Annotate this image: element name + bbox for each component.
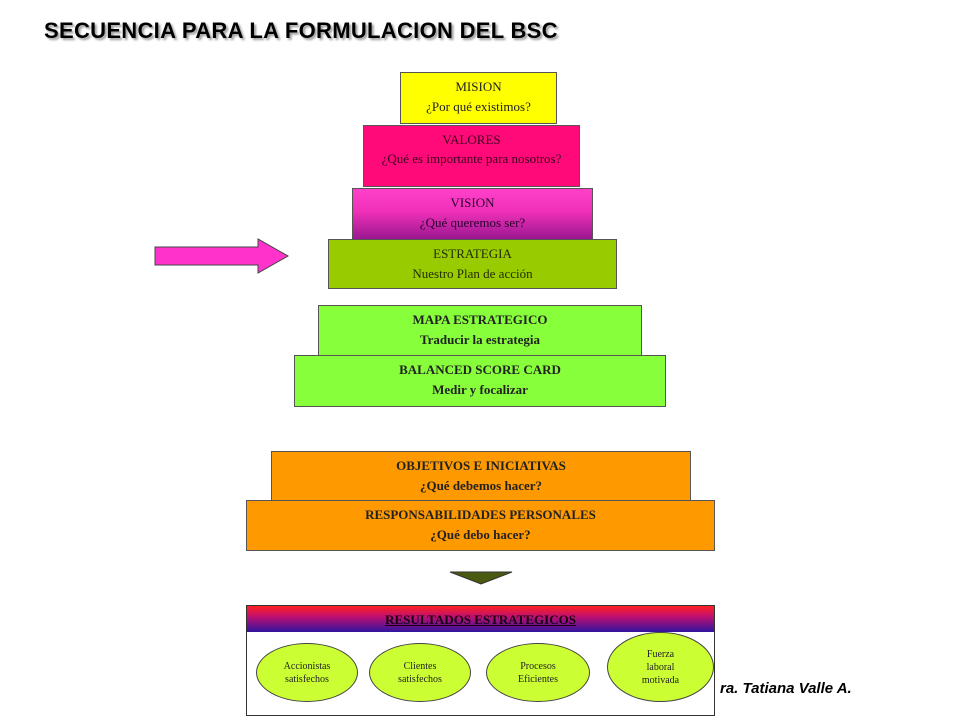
down-arrow-icon	[449, 571, 513, 585]
step-bsc-title: BALANCED SCORE CARD	[399, 362, 561, 377]
step-responsabilidades: RESPONSABILIDADES PERSONALES ¿Qué debo h…	[246, 500, 715, 551]
result-procesos-line2: Eficientes	[518, 673, 558, 685]
step-objetivos-title: OBJETIVOS E INICIATIVAS	[396, 458, 566, 473]
result-fuerza-line3: motivada	[641, 674, 680, 686]
result-fuerza-line1: Fuerza	[646, 648, 675, 660]
result-accionistas: Accionistas satisfechos	[256, 643, 358, 702]
step-balanced-score-card: BALANCED SCORE CARD Medir y focalizar	[294, 355, 666, 407]
step-vision: VISION ¿Qué queremos ser?	[352, 188, 593, 240]
result-clientes: Clientes satisfechos	[369, 643, 471, 702]
step-mision-question: ¿Por qué existimos?	[426, 99, 531, 114]
step-valores-title: VALORES	[442, 132, 501, 147]
step-vision-title: VISION	[450, 195, 495, 210]
result-procesos: Procesos Eficientes	[486, 643, 590, 702]
step-objetivos: OBJETIVOS E INICIATIVAS ¿Qué debemos hac…	[271, 451, 691, 503]
step-estrategia: ESTRATEGIA Nuestro Plan de acción	[328, 239, 617, 289]
step-mision-title: MISION	[455, 79, 502, 94]
step-resp-title: RESPONSABILIDADES PERSONALES	[365, 507, 596, 522]
step-valores: VALORES ¿Qué es importante para nosotros…	[363, 125, 580, 187]
step-vision-question: ¿Qué queremos ser?	[419, 215, 526, 230]
author-credit: ra. Tatiana Valle A.	[720, 680, 852, 697]
step-mapa-estrategico: MAPA ESTRATEGICO Traducir la estrategia	[318, 305, 642, 357]
result-procesos-line1: Procesos	[520, 660, 556, 672]
results-heading: RESULTADOS ESTRATEGICOS	[247, 606, 714, 632]
step-estrategia-question: Nuestro Plan de acción	[412, 266, 533, 281]
result-fuerza-line2: laboral	[646, 661, 675, 673]
result-clientes-line1: Clientes	[403, 660, 437, 672]
step-mapa-question: Traducir la estrategia	[419, 332, 541, 347]
page-title: SECUENCIA PARA LA FORMULACION DEL BSC	[44, 18, 558, 43]
result-accionistas-line2: satisfechos	[285, 673, 329, 685]
result-clientes-line2: satisfechos	[398, 673, 442, 685]
result-accionistas-line1: Accionistas	[283, 660, 331, 672]
step-estrategia-title: ESTRATEGIA	[433, 246, 512, 261]
step-bsc-question: Medir y focalizar	[432, 382, 528, 397]
step-mision: MISION ¿Por qué existimos?	[400, 72, 557, 124]
right-arrow-icon	[154, 238, 290, 274]
result-fuerza-laboral: Fuerza laboral motivada	[607, 632, 714, 702]
step-objetivos-question: ¿Qué debemos hacer?	[419, 478, 543, 493]
step-resp-question: ¿Qué debo hacer?	[430, 527, 531, 542]
step-mapa-title: MAPA ESTRATEGICO	[412, 312, 548, 327]
step-valores-question: ¿Qué es importante para nosotros?	[381, 151, 562, 166]
